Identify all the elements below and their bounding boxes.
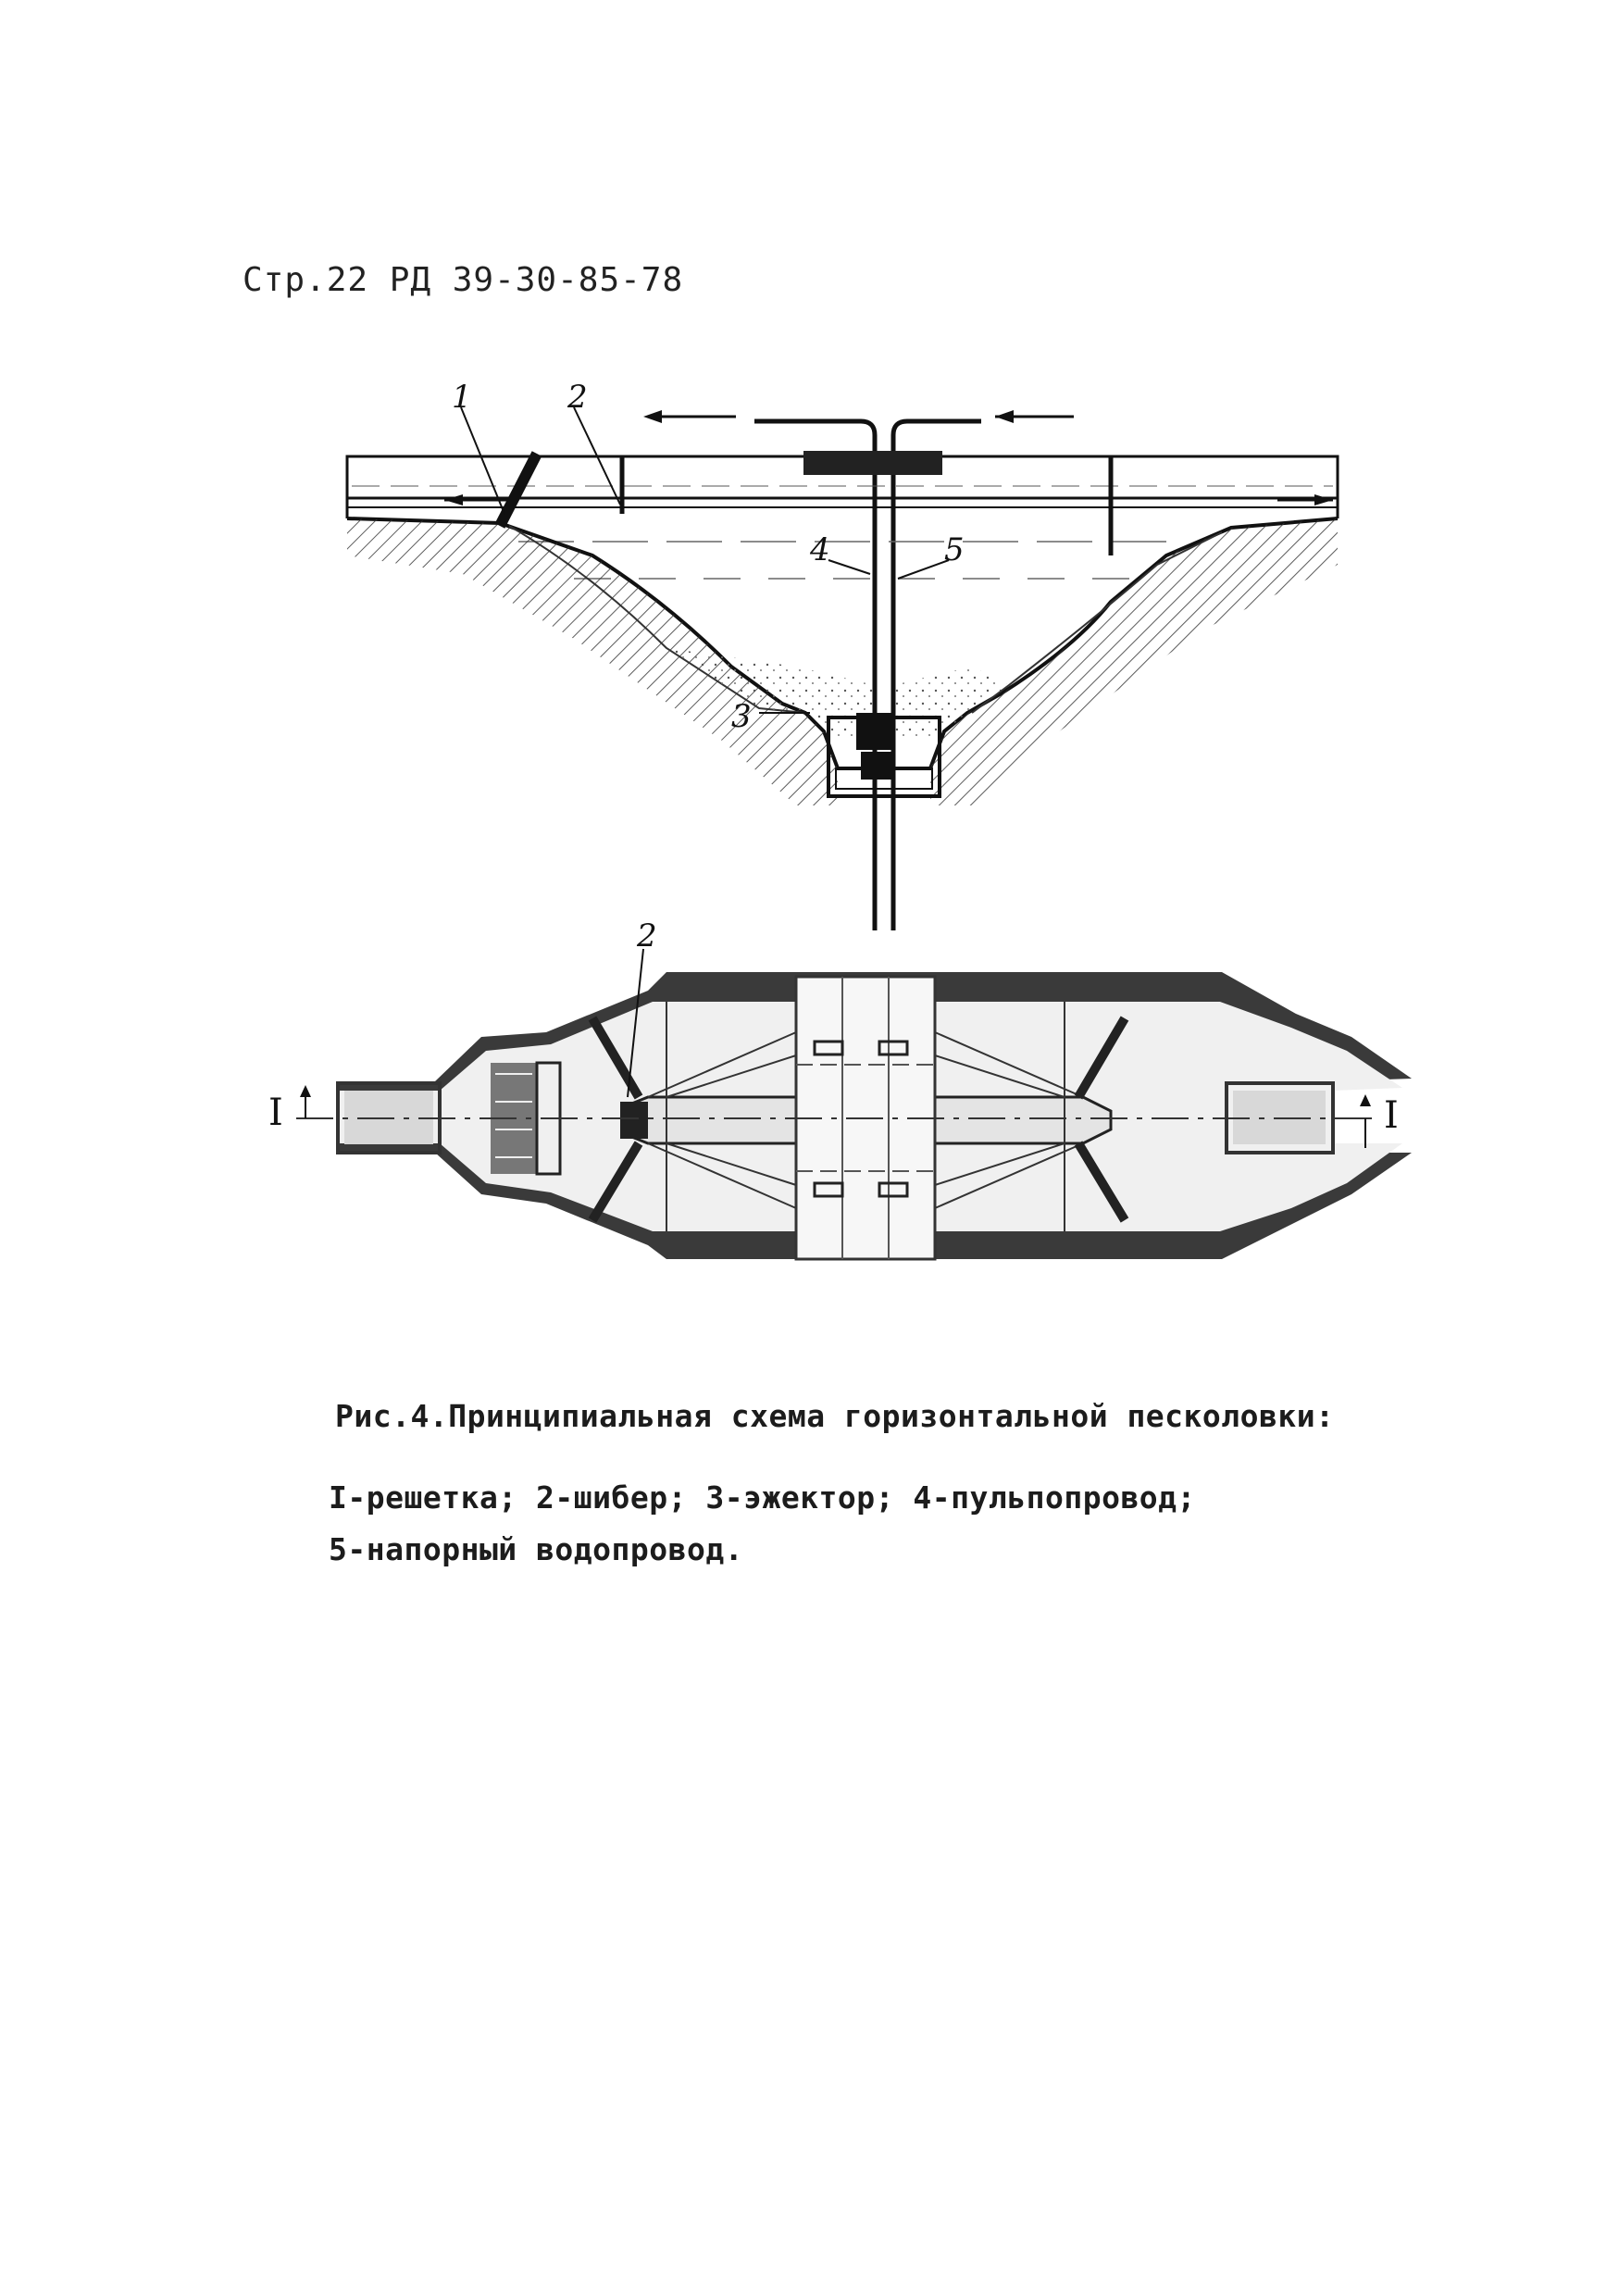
section-label-right: I bbox=[1384, 1094, 1399, 1137]
label-pulp-pipe: 4 bbox=[809, 531, 830, 568]
plan-label-gate: 2 bbox=[636, 917, 657, 955]
label-ejector: 3 bbox=[731, 698, 752, 735]
plan-view: I I 2 bbox=[268, 917, 1412, 1261]
section-label-left: I bbox=[268, 1092, 283, 1134]
flow-arrow-right-icon bbox=[995, 410, 1074, 423]
label-pressure-pipe: 5 bbox=[944, 531, 965, 568]
page-header: Стр.22 РД 39-30-85-78 bbox=[243, 261, 684, 299]
legend-line-1: I-решетка; 2-шибер; 3-эжектор; 4-пульпоп… bbox=[329, 1479, 1196, 1516]
figure-caption: Рис.4.Принципиальная схема горизонтально… bbox=[335, 1398, 1335, 1434]
label-grate: 1 bbox=[452, 379, 472, 416]
figure-legend: I-решетка; 2-шибер; 3-эжектор; 4-пульпоп… bbox=[329, 1472, 1196, 1576]
label-gate: 2 bbox=[567, 379, 588, 416]
section-view: 1 2 3 4 5 bbox=[345, 379, 1339, 930]
legend-line-2: 5-напорный водопровод. bbox=[329, 1531, 744, 1567]
flow-arrow-left-icon bbox=[643, 410, 736, 423]
